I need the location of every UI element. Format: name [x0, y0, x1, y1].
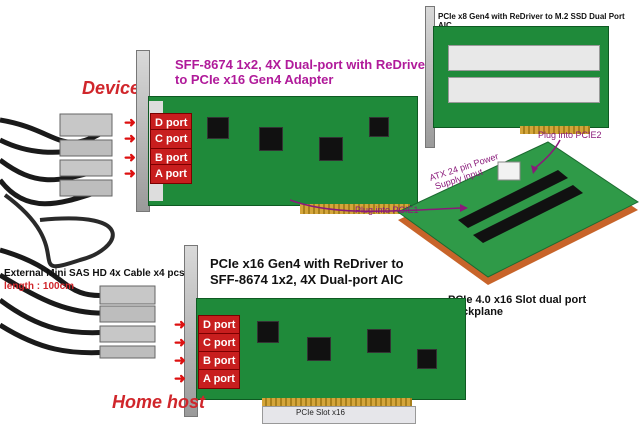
bottom-port-c: C port	[198, 333, 240, 353]
backplane-title: PCIe 4.0 x16 Slot dual port Backplane	[448, 294, 640, 318]
bottom-aic-gold-fingers	[262, 398, 412, 406]
bottom-port-a-arrow: ➜	[174, 370, 186, 387]
pcie-slot-label: PCIe Slot x16	[296, 408, 345, 417]
cable-caption-line2: length : 100cm	[4, 281, 74, 292]
bottom-port-a: A port	[198, 369, 240, 389]
home-host-label: Home host	[112, 392, 205, 413]
bottom-port-d: D port	[198, 315, 240, 335]
bottom-port-c-arrow: ➜	[174, 334, 186, 351]
bottom-aic-title-line1: PCIe x16 Gen4 with ReDriver to	[210, 256, 404, 272]
cable-caption-line1: External Mini SAS HD 4x Cable x4 pcs	[4, 268, 185, 279]
bottom-port-b-arrow: ➜	[174, 352, 186, 369]
bottom-port-b: B port	[198, 351, 240, 371]
bottom-aic-title-line2: SFF-8674 1x2, 4X Dual-port AIC	[210, 272, 403, 288]
bottom-port-d-arrow: ➜	[174, 316, 186, 333]
